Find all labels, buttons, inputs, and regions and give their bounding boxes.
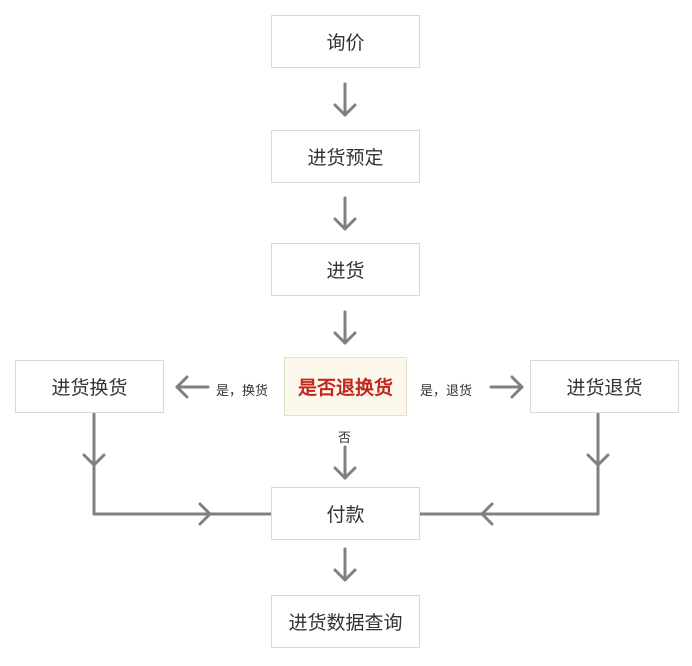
purchase-label: 进货: [326, 260, 365, 282]
return-exchange-decision-node: 是否退换货: [284, 357, 407, 416]
edge-label-no: 否: [338, 431, 352, 446]
purchase-exchange-label: 进货换货: [51, 377, 128, 399]
purchase-data-query-label: 进货数据查询: [288, 612, 403, 634]
purchase-reservation-node: 进货预定: [271, 130, 420, 183]
purchase-node: 进货: [271, 243, 420, 296]
connector-exchange-to-payment: [92, 412, 273, 516]
purchase-reservation-label: 进货预定: [307, 147, 384, 169]
edge-label-yes-return: 是，退货: [420, 384, 473, 399]
payment-node: 付款: [271, 487, 420, 540]
inquiry-node: 询价: [271, 15, 420, 68]
payment-label: 付款: [326, 504, 365, 526]
inquiry-label: 询价: [326, 32, 365, 54]
edge-label-yes-exchange: 是，换货: [216, 384, 269, 399]
purchase-exchange-node: 进货换货: [15, 360, 164, 413]
purchase-return-node: 进货退货: [530, 360, 679, 413]
purchase-data-query-node: 进货数据查询: [271, 595, 420, 648]
purchase-return-label: 进货退货: [566, 377, 643, 399]
connector-return-to-payment: [418, 412, 600, 516]
decision-label: 是否退换货: [297, 377, 393, 399]
